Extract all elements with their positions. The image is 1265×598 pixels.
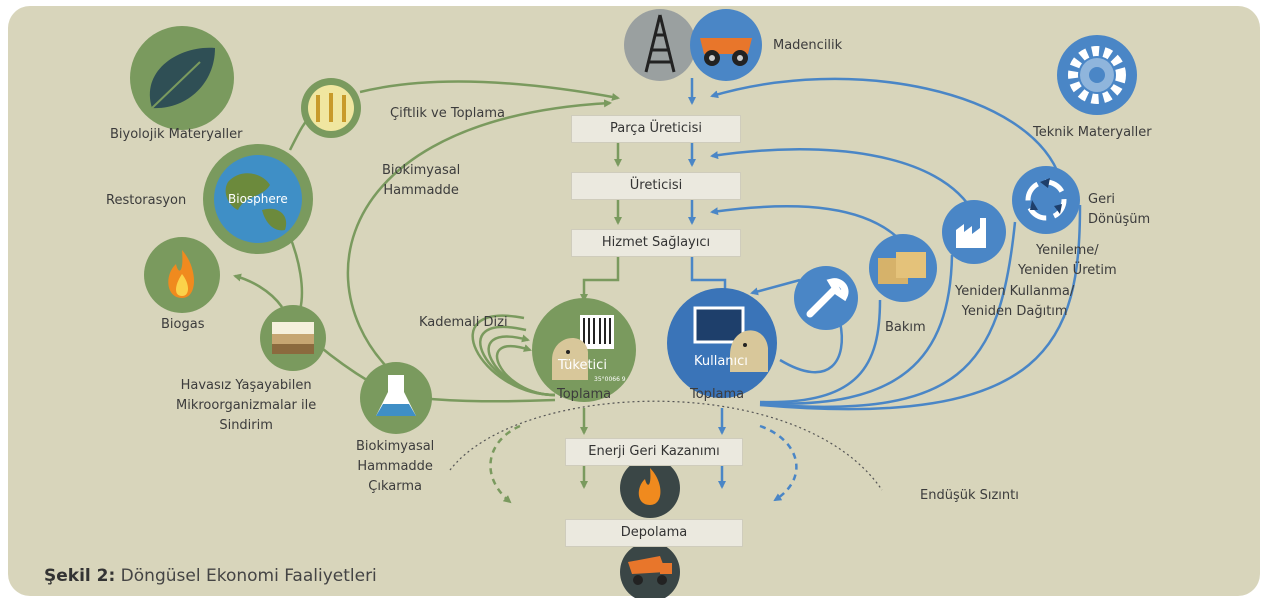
label-reuse: Yeniden Kullanma/ Yeniden Dağıtım: [955, 284, 1075, 319]
label-mining: Madencilik: [773, 38, 843, 53]
figure-caption: Şekil 2: Döngüsel Ekonomi Faaliyetleri: [44, 566, 377, 586]
box-landfill: Depolama: [565, 519, 743, 547]
label-collection-bio: Toplama: [557, 387, 612, 402]
label-consumer: Tüketici: [558, 358, 607, 373]
loop-reuse: [759, 254, 954, 405]
label-refurbish: Yenileme/ Yeniden Üretim: [1018, 243, 1117, 278]
box-product-manufacturer: Üreticisi: [571, 172, 741, 200]
flow-biochem-arc: [346, 99, 612, 402]
energy-flame-icon: [620, 458, 680, 518]
label-anaerobic-digestion: Havasız Yaşayabilen Mikroorganizmalar il…: [176, 378, 317, 433]
label-restoration: Restorasyon: [106, 193, 187, 208]
box-energy-recovery: Enerji Geri Kazanımı: [565, 438, 743, 466]
label-biological-materials: Biyolojik Materyaller: [110, 127, 243, 142]
flow-refurbish-to-mfr: [710, 148, 977, 216]
flow-anaerobic-to-biogas: [233, 273, 284, 308]
farming-icon: [301, 78, 361, 138]
consumer-icon: [532, 298, 636, 402]
user-icon: [667, 288, 777, 398]
box-parts-manufacturer: Parça Üreticisi: [571, 115, 741, 143]
caption-label: Şekil 2:: [44, 566, 116, 586]
leak-green: [489, 424, 521, 504]
flow-restoration: [286, 231, 304, 311]
label-technical-materials: Teknik Materyaller: [1033, 125, 1152, 140]
flow-extraction-to-anaerobic: [317, 344, 371, 384]
label-user: Kullanıcı: [694, 354, 748, 369]
mining-truck-icon: [690, 9, 762, 81]
biogas-flame-icon: [144, 237, 220, 313]
flow-farming-to-parts: [359, 80, 620, 101]
soil-layers-icon: [260, 305, 326, 371]
leak-blue: [759, 424, 798, 502]
blue-flows: [688, 77, 1082, 502]
loop-recycle: [759, 204, 1082, 411]
flow-recycle-to-parts: [710, 77, 1062, 179]
flow-user-to-maint: [779, 321, 844, 374]
label-biosphere: Biosphere: [228, 192, 288, 206]
label-biogas: Biogas: [161, 317, 205, 332]
recycle-icon: [1012, 166, 1080, 234]
label-recycling: Geri Dönüşüm: [1088, 192, 1151, 227]
boxes-icon: [869, 234, 937, 302]
oil-rig-icon: [624, 9, 696, 81]
biosphere-globe-icon: [203, 144, 313, 254]
cascade-4: [471, 314, 556, 397]
flow-service-to-consumer: [580, 255, 620, 302]
leaf-icon: [130, 26, 234, 130]
flow-maint-to-user: [750, 278, 801, 296]
caption-text: Döngüsel Ekonomi Faaliyetleri: [115, 566, 377, 586]
dump-truck-icon: [620, 542, 680, 598]
label-cascades: Kademali Dizi: [419, 315, 508, 330]
gear-icon: [1057, 35, 1137, 115]
label-barcode: 35°0066 9: [594, 376, 626, 383]
label-maintenance: Bakım: [885, 320, 926, 335]
label-biochem-extraction: Biokimyasal Hammadde Çıkarma: [356, 439, 435, 494]
label-biochem-feedstock: Biokimyasal Hammadde: [382, 163, 461, 198]
flow-collection-to-extraction: [419, 396, 556, 403]
flow-reuse-to-service: [710, 205, 906, 246]
label-collection-tech: Toplama: [690, 387, 745, 402]
loop-refurbish: [759, 221, 1017, 408]
flask-icon: [360, 362, 432, 434]
factory-icon: [942, 200, 1006, 264]
loop-maintenance: [759, 299, 882, 404]
label-leakage: Endüşük Sızıntı: [920, 488, 1019, 503]
wrench-icon: [794, 266, 858, 330]
label-farming: Çiftlik ve Toplama: [390, 106, 505, 121]
box-service-provider: Hizmet Sağlayıcı: [571, 229, 741, 257]
